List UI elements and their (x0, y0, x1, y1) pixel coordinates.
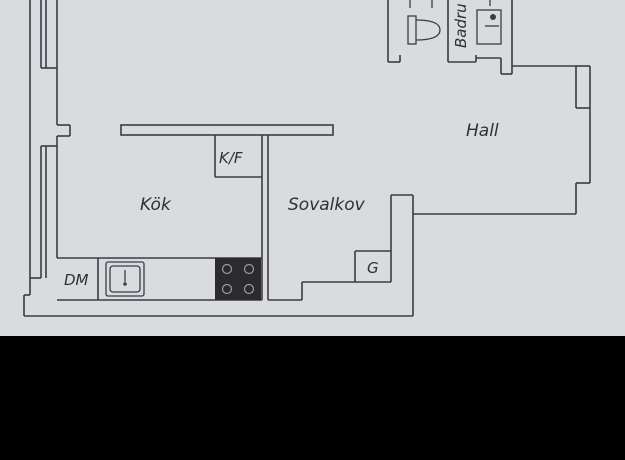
left-window-wall (23, 0, 71, 316)
washbasin-icon (476, 0, 502, 45)
kitchen-top-partition (120, 124, 334, 136)
kitchen-sovalkov-wall (261, 135, 269, 300)
room-label-kitchen: Kök (140, 195, 172, 215)
stove-icon (215, 258, 261, 300)
paper-background (0, 0, 625, 336)
sovalkov-lower-wall (268, 194, 413, 301)
label-dishwasher: DM (64, 271, 89, 289)
cabinet-box (354, 250, 391, 282)
bottom-wall (24, 214, 414, 317)
room-label-bathroom: Badru (452, 3, 470, 48)
fridge-freezer-box (214, 135, 262, 178)
room-label-sovalkov: Sovalkov (288, 195, 366, 215)
hall-walls (412, 65, 591, 215)
bathroom-walls (387, 0, 513, 66)
toilet-icon (407, 0, 441, 45)
bottom-band (0, 336, 625, 460)
sink-icon (105, 261, 145, 297)
label-cabinet: G (367, 259, 379, 277)
room-label-hall: Hall (466, 121, 499, 141)
label-fridge-freezer: K/F (219, 149, 243, 167)
